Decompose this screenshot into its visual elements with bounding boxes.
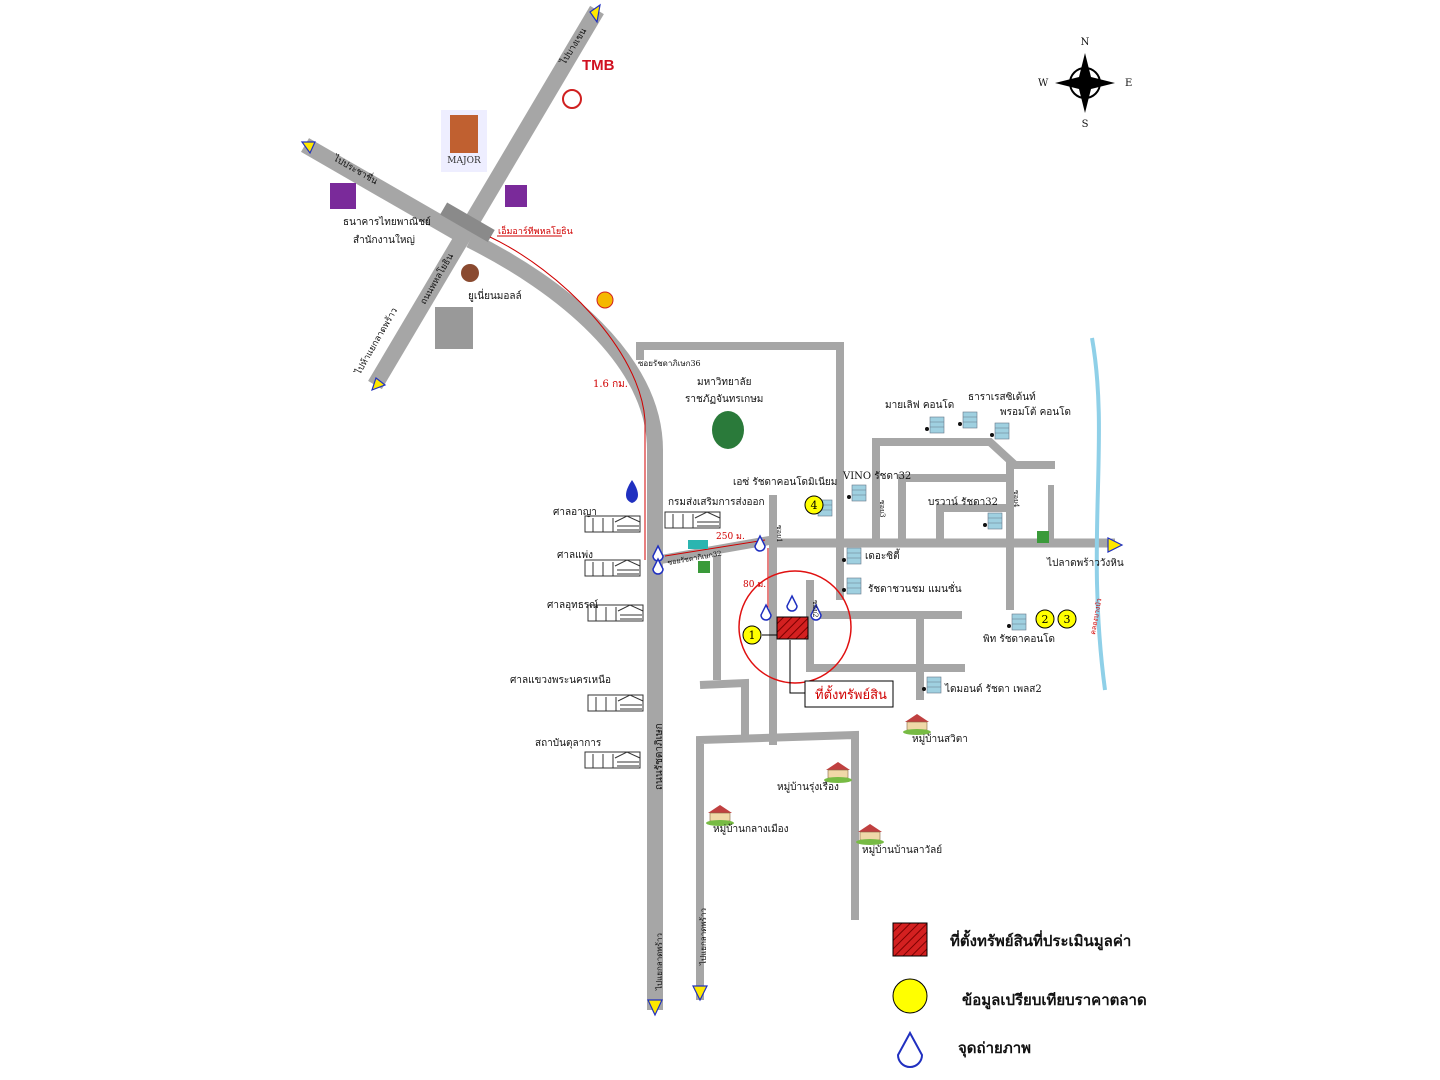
ptt-icon	[626, 480, 638, 503]
label-court-5: สถาบันตุลาการ	[535, 738, 602, 749]
shell-icon	[596, 291, 614, 309]
label-my-love: มายเลิฟ คอนโด	[885, 398, 954, 411]
kbank-logo	[562, 89, 582, 109]
subject-site	[776, 616, 809, 640]
label-diamond: ไดมอนด์ รัชดา เพลส2	[944, 683, 1042, 695]
condo-icon	[1006, 613, 1027, 631]
label-scb: ธนาคารไทยพาณิชย์	[343, 216, 431, 228]
label-university: มหาวิทยาลัย	[697, 377, 751, 388]
label-soi-d: ซอย4	[1012, 490, 1020, 508]
label-mrt: เอ็มอาร์ทีพหลโยธิน	[498, 224, 573, 237]
label-pit-condo: พิท รัชดาคอนโด	[983, 632, 1055, 645]
label-soi-a: ซอย1	[775, 525, 783, 543]
condo-icon	[841, 577, 862, 595]
compass-n: N	[1081, 37, 1090, 48]
legend-comparable-label: ข้อมูลเปรียบเทียบราคาตลาด	[962, 991, 1147, 1010]
legend-site-swatch	[892, 922, 928, 957]
village-icon	[855, 823, 885, 846]
label-court-2: ศาลแพ่ง	[557, 550, 593, 561]
major-text: MAJOR	[447, 156, 481, 166]
condo-icon	[924, 416, 945, 434]
village-icon	[823, 761, 853, 784]
legend: ที่ตั้งทรัพย์สินที่ประเมินมูลค่า ข้อมูลเ…	[892, 922, 1147, 1068]
direction-arrows	[300, 3, 1124, 1017]
label-village-3: หมู่บ้านกลางเมือง	[713, 823, 789, 835]
tmb-logo: TMB	[582, 57, 615, 74]
marker-1: 1	[749, 629, 756, 642]
condo-icon	[921, 676, 942, 694]
lotus-icon	[688, 540, 708, 549]
seven-eleven-icon	[698, 561, 710, 573]
legend-site-label: ที่ตั้งทรัพย์สินที่ประเมินมูลค่า	[950, 929, 1131, 951]
marker-2: 2	[1042, 613, 1049, 626]
label-dist-80m: 80 ม.	[743, 580, 766, 590]
scb-logo	[330, 183, 356, 209]
label-village-4: หมู่บ้านบ้านลาวัลย์	[862, 844, 942, 856]
label-to-lat-phrao-east: ไปลาดพร้าววังหิน	[1046, 557, 1124, 569]
label-ratchada-mansion: รัชดาชวนชม แมนชั่น	[868, 581, 962, 595]
label-thara: ธาราเรสซิเด้นท์	[968, 391, 1036, 403]
legend-photo-icon	[896, 1030, 924, 1068]
label-soi-c: ซอย3	[878, 500, 886, 518]
roads	[301, 5, 1115, 1010]
distance-lines	[489, 235, 769, 610]
label-court-3: ศาลอุทธรณ์	[547, 599, 598, 611]
compass-w: W	[1038, 78, 1049, 89]
label-to-lat-phrao-s1: ไปแยกลาดพร้าว	[655, 933, 664, 991]
label-vino: VINO รัชดา32	[842, 471, 911, 482]
site-label: ที่ตั้งทรัพย์สิน	[815, 685, 887, 703]
condo-icon	[989, 422, 1010, 440]
label-dist-1.6km: 1.6 กม.	[593, 379, 628, 390]
court-icon	[584, 559, 641, 577]
label-canal: คลองบางบัว	[1089, 598, 1103, 636]
legend-photo-label: จุดถ่ายภาพ	[958, 1039, 1031, 1058]
union-mall-logo	[461, 264, 479, 282]
village-icon	[705, 804, 735, 827]
label-phahon-road: ถนนพหลโยธิน	[418, 252, 456, 307]
label-court-4: ศาลแขวงพระนครเหนือ	[510, 674, 611, 686]
site-label-box	[804, 680, 894, 708]
condo-icon	[841, 547, 862, 565]
canal	[1090, 337, 1107, 691]
building-photo	[435, 307, 473, 349]
marker-4: 4	[811, 499, 818, 512]
label-borrawin: บรวาน์ รัชดา32	[928, 496, 998, 508]
compass-s: S	[1082, 119, 1089, 130]
comparable-markers: 1 2 3 4	[742, 495, 1077, 645]
label-ratchada-road: ถนนรัชดาภิเษก	[654, 723, 665, 790]
label-dist-250m: 250 ม.	[716, 532, 745, 542]
condo-icon	[846, 484, 867, 502]
label-union-mall: ยูเนี่ยนมอลล์	[468, 288, 522, 302]
village-icon	[902, 713, 932, 736]
court-icon	[587, 694, 644, 712]
label-soi-b: ซอย2	[811, 600, 819, 618]
site-highlight-circle	[738, 570, 852, 684]
seven-eleven-icon-2	[1037, 531, 1049, 543]
condo-icon	[982, 512, 1003, 530]
label-the-city: เดอะซิตี้	[865, 548, 901, 562]
label-university-2: ราชภัฏจันทรเกษม	[685, 394, 763, 405]
label-ae-condo: เอซ่ รัชดาคอนโดมิเนียม	[733, 475, 837, 488]
label-to-lat-phrao-s2: ไปแยกลาดพร้าว	[699, 908, 708, 966]
court-icon	[584, 515, 641, 533]
scb-logo-2	[505, 185, 527, 207]
university-logo	[712, 411, 744, 449]
label-phromtai: พรอมโต้ คอนโด	[1000, 405, 1071, 418]
compass-rose: N S E W	[1038, 37, 1132, 130]
marker-3: 3	[1064, 613, 1071, 626]
photo-point-icon	[786, 595, 798, 612]
label-court-1: ศาลอาญา	[553, 507, 597, 518]
court-icon	[664, 511, 721, 529]
label-village-1: หมู่บ้านสวิตา	[912, 733, 968, 745]
label-scb-2: สำนักงานใหญ่	[353, 234, 415, 246]
label-export-dept: กรมส่งเสริมการส่งออก	[668, 497, 765, 508]
legend-comparable-swatch	[892, 978, 928, 1014]
condo-icon	[957, 411, 978, 429]
compass-e: E	[1125, 78, 1132, 89]
court-icon	[584, 751, 641, 769]
label-village-2: หมู่บ้านรุ่งเรือง	[777, 781, 839, 793]
label-soi-36: ซอยรัชดาภิเษก36	[638, 359, 701, 368]
